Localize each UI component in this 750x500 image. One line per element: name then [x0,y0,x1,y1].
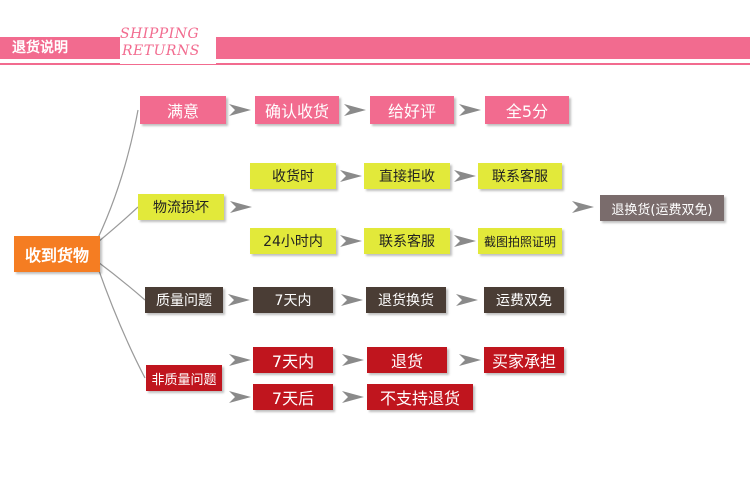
arrow-icon [572,201,594,213]
branch-logistics-damage: 物流损坏 [138,194,224,220]
step-within-7-days-nq: 7天内 [253,347,333,373]
arrow-icon [454,170,476,182]
arrow-icon [228,294,250,306]
step-upon-receipt: 收货时 [250,163,336,189]
arrow-icon [340,170,362,182]
arrow-icon [454,235,476,247]
result-return-exchange-free-shipping: 退换货(运费双免) [600,195,724,221]
arrow-icon [342,391,364,403]
arrow-icon [459,104,481,116]
branch-non-quality-problem: 非质量问题 [146,365,222,391]
header-english-line1: SHIPPING [120,26,200,42]
arrow-icon [340,235,362,247]
step-after-7-days: 7天后 [253,384,333,410]
step-return-exchange: 退货换货 [366,287,446,313]
step-return: 退货 [367,347,447,373]
step-refuse-directly: 直接拒收 [364,163,450,189]
step-within-7-days: 7天内 [253,287,333,313]
branch-satisfied: 满意 [140,96,226,124]
step-contact-service: 联系客服 [478,163,562,189]
step-within-24h: 24小时内 [250,228,336,254]
step-confirm-receipt: 确认收货 [255,96,339,124]
arrow-icon [344,104,366,116]
arrow-icon [456,294,478,306]
arrow-icon [229,104,251,116]
arrow-icon [229,354,251,366]
arrow-icon [230,201,252,213]
arrow-icon [229,391,251,403]
header-english-title: SHIPPING RETURNS [120,26,216,64]
root-received-goods: 收到货物 [14,236,100,272]
header-english-line2: RETURNS [122,43,200,59]
arrow-icon [341,294,363,306]
page-title: 退货说明 [12,40,68,56]
step-photo-proof: 截图拍照证明 [478,228,562,254]
step-no-returns: 不支持退货 [367,384,473,410]
step-full-five-stars: 全5分 [485,96,569,124]
step-good-review: 给好评 [370,96,454,124]
arrow-icon [459,354,481,366]
step-buyer-pays: 买家承担 [484,347,564,373]
arrow-icon [342,354,364,366]
step-contact-service-2: 联系客服 [364,228,450,254]
header-underline [0,63,750,65]
branch-quality-problem: 质量问题 [145,287,223,313]
step-free-shipping-both-ways: 运费双免 [484,287,564,313]
